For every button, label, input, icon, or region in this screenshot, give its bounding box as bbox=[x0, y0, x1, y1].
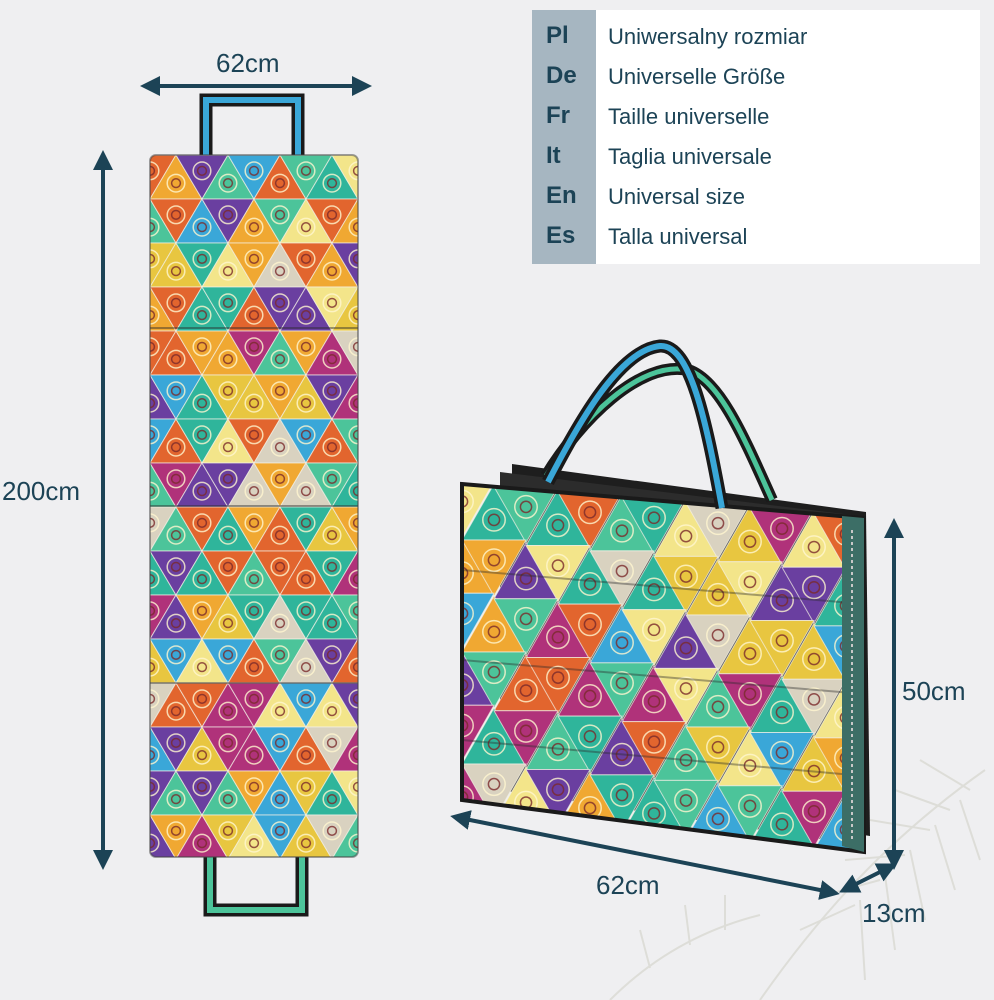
size-text: Universal size bbox=[608, 184, 745, 209]
beach-mat bbox=[149, 154, 359, 858]
size-text: Talla universal bbox=[608, 224, 748, 249]
bag-depth-label: 13cm bbox=[862, 898, 926, 928]
size-row: Fr Taille universelle bbox=[532, 96, 980, 136]
bag-width-label: 62cm bbox=[596, 870, 660, 900]
size-row: Es Talla universal bbox=[532, 216, 980, 256]
size-text: Taille universelle bbox=[608, 104, 770, 129]
size-row: It Taglia universale bbox=[532, 136, 980, 176]
size-table: Pl Uniwersalny rozmiar De Universelle Gr… bbox=[532, 10, 980, 264]
size-table-code-column bbox=[532, 10, 596, 264]
language-code: Pl bbox=[546, 22, 569, 49]
bag-width-arrow bbox=[450, 810, 840, 900]
mat-length-label: 200cm bbox=[2, 476, 81, 506]
language-code: It bbox=[546, 142, 561, 169]
size-row: Pl Uniwersalny rozmiar bbox=[532, 16, 980, 56]
mat-width-label: 62cm bbox=[216, 48, 280, 78]
size-text: Taglia universale bbox=[608, 144, 772, 169]
bag-front-handle bbox=[542, 339, 729, 510]
bag-depth-arrow bbox=[839, 863, 897, 893]
size-row: De Universelle Größe bbox=[532, 56, 980, 96]
language-code: En bbox=[546, 182, 577, 209]
mat-bottom-handle bbox=[203, 856, 309, 917]
size-text: Uniwersalny rozmiar bbox=[608, 24, 808, 49]
size-row: En Universal size bbox=[532, 176, 980, 216]
language-code: De bbox=[546, 62, 577, 89]
language-code: Es bbox=[546, 222, 576, 249]
size-text: Universelle Größe bbox=[608, 64, 786, 89]
language-code: Fr bbox=[546, 102, 570, 129]
bag-height-label: 50cm bbox=[902, 676, 966, 706]
mat-top-handle bbox=[199, 93, 305, 156]
